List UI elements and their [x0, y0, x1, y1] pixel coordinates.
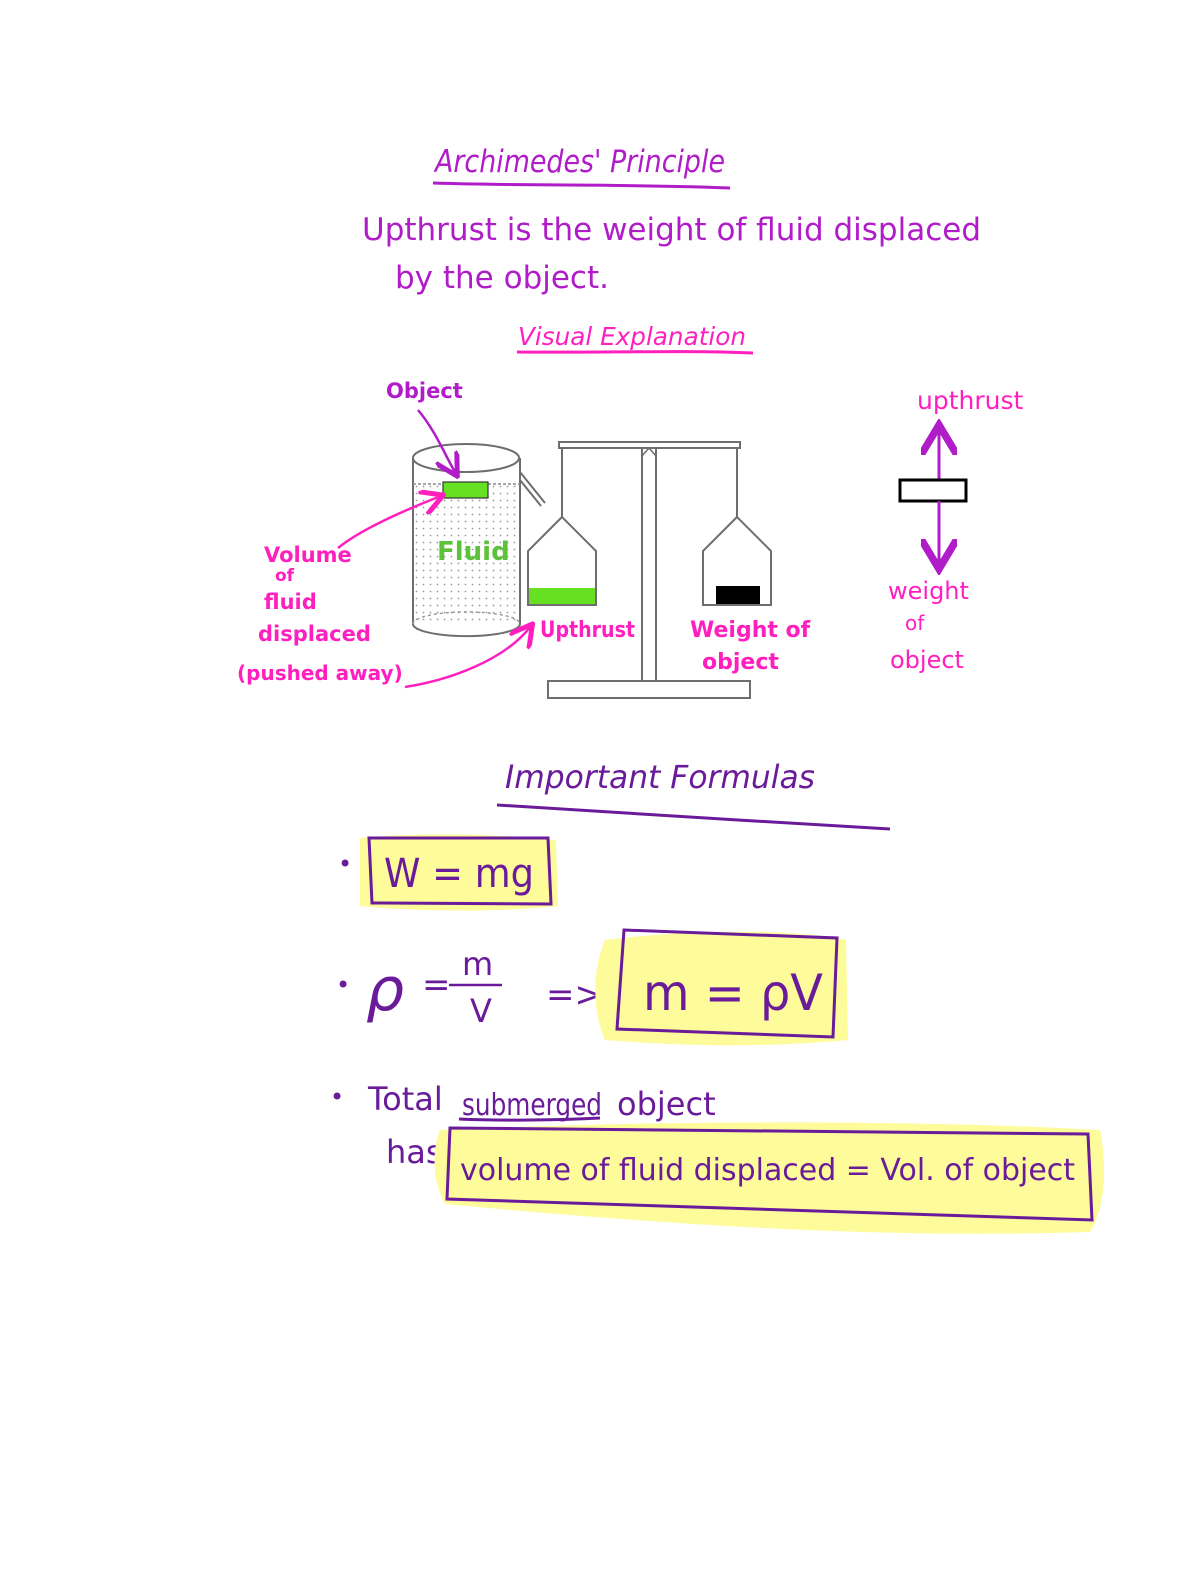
svg-text:weight: weight — [888, 577, 969, 605]
formula-mass: m = ρV — [643, 964, 823, 1022]
highlight-3 — [434, 1122, 1105, 1234]
bullet-1: • — [338, 850, 352, 878]
formula-3-total: Total — [367, 1080, 443, 1118]
svg-text:(pushed away): (pushed away) — [237, 661, 403, 685]
highlight-2 — [595, 931, 848, 1046]
force-weight-label: weight of object — [888, 577, 969, 674]
formula-3-object: object — [617, 1085, 716, 1123]
beaker — [412, 443, 546, 638]
svg-text:of: of — [905, 611, 925, 635]
density-numerator: m — [462, 945, 493, 983]
upthrust-arrow — [404, 626, 531, 689]
formula-3-has: has — [386, 1133, 443, 1171]
svg-text:object: object — [890, 646, 964, 674]
floating-object — [442, 481, 489, 499]
force-object — [898, 478, 968, 503]
principle-statement-line2: by the object. — [395, 260, 609, 296]
bullet-2: • — [336, 971, 350, 999]
bullet-3: • — [330, 1083, 344, 1111]
formula-2-box — [615, 928, 839, 1039]
force-upthrust-label: upthrust — [917, 386, 1024, 415]
object-label: Object — [386, 379, 463, 403]
svg-text:of: of — [275, 566, 295, 586]
object-weight — [716, 586, 760, 604]
object-arrow — [417, 409, 456, 474]
svg-text:displaced: displaced — [258, 622, 371, 646]
formula-1-box — [367, 836, 553, 906]
density-symbol: ρ — [366, 955, 404, 1025]
svg-text:Weight of: Weight of — [690, 618, 811, 643]
displaced-fluid — [529, 588, 595, 604]
density-denominator: V — [470, 992, 492, 1030]
fluid-label: Fluid — [437, 537, 510, 567]
balance-scale — [527, 441, 772, 699]
submerged-underline — [458, 1116, 601, 1122]
visual-explanation-underline — [516, 350, 754, 355]
density-equals: = — [422, 965, 451, 1005]
formula-3-box — [445, 1126, 1094, 1222]
formulas-title: Important Formulas — [505, 758, 815, 796]
implies-arrow: => — [546, 975, 603, 1015]
spout — [519, 471, 546, 504]
svg-text:fluid: fluid — [264, 590, 317, 614]
formulas-underline — [496, 803, 891, 831]
formula-weight: W = mg — [384, 851, 534, 897]
volume-arrow — [337, 496, 441, 549]
formula-volume: volume of fluid displaced = Vol. of obje… — [460, 1153, 1075, 1188]
visual-explanation-title: Visual Explanation — [518, 322, 746, 351]
page-title: Archimedes' Principle — [433, 144, 725, 180]
upthrust-label: Upthrust — [540, 618, 635, 643]
title-underline — [432, 181, 731, 190]
svg-text:Volume: Volume — [264, 543, 352, 567]
volume-label: Volume of fluid displaced (pushed away) — [237, 543, 403, 685]
principle-statement-line1: Upthrust is the weight of fluid displace… — [362, 212, 981, 248]
svg-text:object: object — [702, 650, 779, 675]
formula-3-submerged: submerged — [462, 1088, 602, 1123]
highlight-1 — [360, 834, 558, 911]
weight-of-object-label: Weight of object — [690, 618, 811, 675]
